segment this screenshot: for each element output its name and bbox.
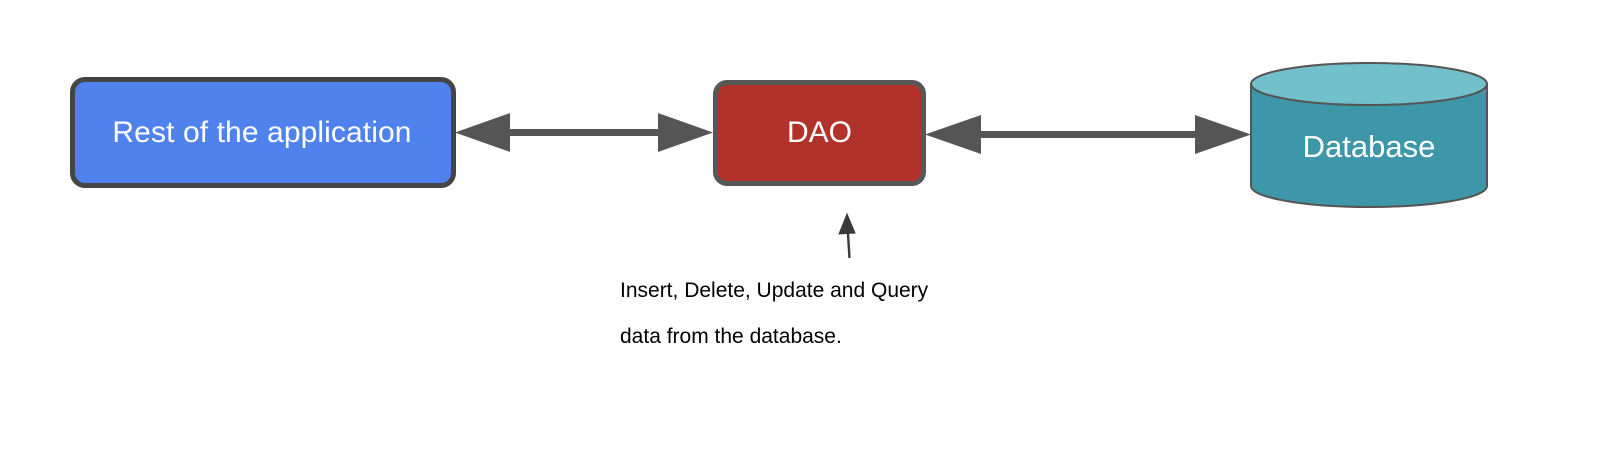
node-dao[interactable]: DAO — [713, 80, 926, 186]
note-caption: Insert, Delete, Update and Query data fr… — [620, 268, 1040, 360]
cylinder-shape — [1250, 62, 1488, 208]
node-rest-of-application[interactable]: Rest of the application — [70, 77, 456, 188]
edge-app-dao-arrow — [455, 108, 713, 163]
edge-note-to-dao-arrow — [820, 212, 880, 267]
node-dao-label: DAO — [786, 116, 852, 149]
node-database-label: Database — [1302, 128, 1436, 164]
edge-dao-database-arrow — [925, 110, 1251, 165]
node-database[interactable]: Database — [1250, 62, 1488, 208]
note-caption-line-1: Insert, Delete, Update and Query — [620, 279, 929, 302]
node-rest-of-application-label: Rest of the application — [112, 115, 412, 149]
note-caption-line-2: data from the database. — [620, 325, 842, 348]
